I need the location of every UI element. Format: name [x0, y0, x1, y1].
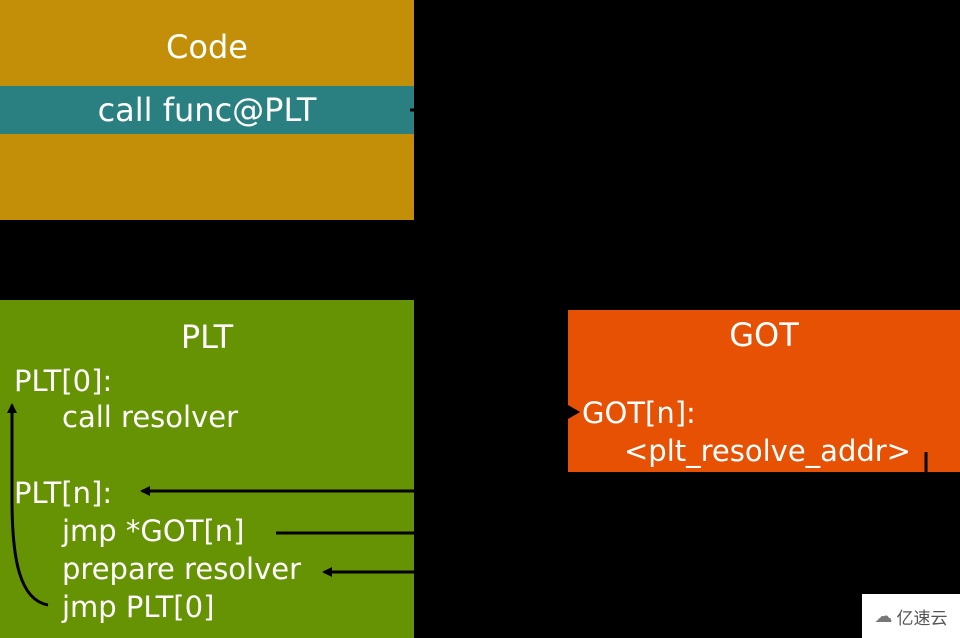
plt-title: PLT [180, 318, 234, 356]
cloud-icon: ☁ [874, 605, 893, 627]
arrow-got-entry-head [568, 405, 580, 419]
plt-section: PLT PLT[0]: call resolver PLT[n]: jmp *G… [0, 300, 414, 638]
code-title: Code [166, 28, 248, 66]
code-section: Code call func@PLT [0, 0, 414, 220]
arrow-jmp-plt0 [6, 403, 49, 607]
got-section: GOT GOT[n]: <plt_resolve_addr> [568, 310, 960, 472]
watermark: ☁ 亿速云 [862, 594, 960, 638]
plt0-label: PLT[0]: [14, 364, 113, 398]
prepare-resolver-line: prepare resolver [62, 552, 302, 586]
got-title: GOT [729, 316, 799, 354]
call-func-plt-line: call func@PLT [0, 86, 414, 134]
pltn-label: PLT[n]: [14, 476, 113, 510]
got-entry-value: <plt_resolve_addr> [624, 434, 911, 468]
call-resolver-line: call resolver [62, 400, 239, 434]
jmp-got-line: jmp *GOT[n] [62, 514, 245, 548]
got-entry-label: GOT[n]: [582, 396, 696, 430]
watermark-text: 亿速云 [896, 608, 948, 629]
jmp-plt0-line: jmp PLT[0] [62, 590, 215, 624]
